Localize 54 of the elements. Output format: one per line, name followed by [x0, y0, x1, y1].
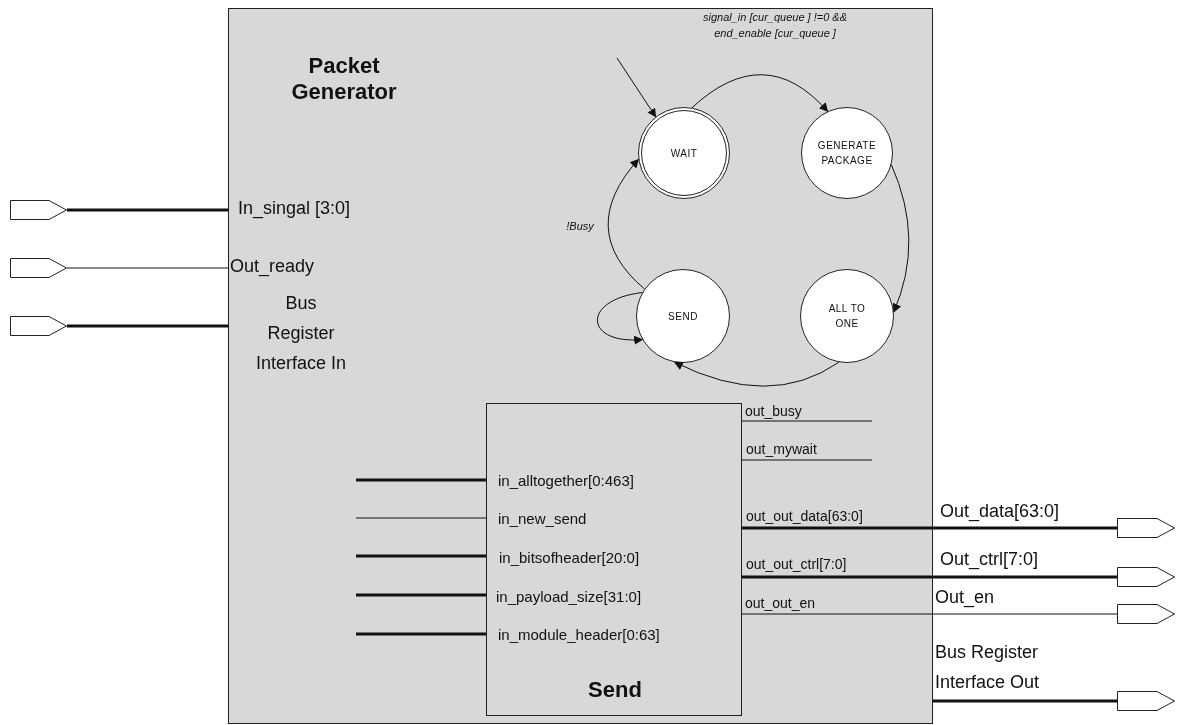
port-label: Bus Register Interface In	[254, 292, 348, 375]
port-name: in_module_header[0:63]	[498, 626, 660, 644]
port-symbol	[10, 258, 67, 278]
edge-label: signal_in [cur_queue ] !=0 && end_enable [cur_queue ]	[702, 10, 848, 41]
signal-line	[67, 208, 228, 212]
signal-name: out_out_data[63:0]	[746, 508, 863, 525]
signal-name: out_out_en	[745, 595, 816, 612]
signal-line	[741, 613, 1118, 615]
port-name: in_alltogether[0:463]	[498, 472, 634, 490]
state-circle: GENERATE PACKAGE	[801, 107, 893, 199]
port-symbol	[1117, 691, 1175, 711]
signal-line	[67, 324, 228, 328]
signal-line	[356, 593, 486, 597]
module-title: Send	[587, 677, 643, 704]
module-block	[228, 8, 933, 724]
port-symbol	[1117, 518, 1175, 538]
port-label: Out_ready	[230, 256, 315, 278]
port-name: in_new_send	[498, 510, 587, 528]
port-symbol	[10, 200, 67, 220]
transition-arrow	[890, 164, 910, 313]
transition-arrow	[691, 74, 829, 112]
port-symbol	[1117, 567, 1175, 587]
port-label: In_singal [3:0]	[238, 198, 351, 220]
signal-line	[356, 632, 486, 636]
state-circle: WAIT	[638, 107, 730, 199]
signal-line	[742, 526, 1117, 530]
signal-line	[66, 267, 229, 269]
module-title: Packet Generator	[290, 53, 398, 106]
state-circle: ALL TO ONE	[800, 269, 894, 363]
port-label: Out_ctrl[7:0]	[940, 549, 1039, 571]
transition-arrow	[616, 57, 657, 118]
port-label: Bus Register Interface Out	[935, 641, 1041, 694]
signal-line	[355, 517, 487, 519]
transition-arrow	[596, 292, 644, 345]
signal-line	[933, 699, 1117, 703]
submodule-block	[486, 403, 742, 716]
transition-arrow	[607, 158, 645, 290]
state-circle: SEND	[636, 269, 730, 363]
signal-name: out_mywait	[746, 441, 817, 458]
signal-line	[356, 554, 486, 558]
port-label: Out_data[63:0]	[940, 501, 1060, 523]
signal-name: out_out_ctrl[7:0]	[746, 556, 847, 573]
signal-line	[356, 478, 486, 482]
signal-line	[742, 575, 1117, 579]
port-symbol	[1117, 604, 1175, 624]
port-label: Out_en	[935, 587, 995, 609]
port-name: in_bitsofheader[20:0]	[499, 549, 640, 567]
port-name: in_payload_size[31:0]	[496, 588, 642, 606]
port-symbol	[10, 316, 67, 336]
signal-line	[741, 459, 873, 461]
signal-name: out_busy	[745, 403, 802, 420]
edge-label: !Busy	[565, 219, 595, 234]
transition-arrow	[674, 361, 840, 387]
signal-line	[741, 420, 873, 422]
